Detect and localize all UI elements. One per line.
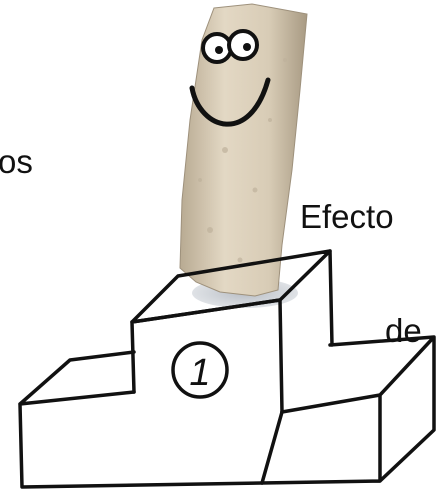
- podium: [18, 249, 436, 489]
- right-eye-icon: [227, 29, 259, 61]
- text-fragment-3: de: [385, 312, 422, 349]
- text-fragment-1: os: [0, 143, 33, 180]
- podium-left-block: [18, 350, 264, 489]
- first-place-number: 1: [189, 352, 210, 394]
- podium-right-block: [260, 335, 436, 485]
- chalk-body: [179, 3, 308, 297]
- chalk-character: [179, 3, 308, 297]
- text-fragment-2: Efecto: [300, 198, 394, 235]
- first-place-badge: [171, 341, 229, 399]
- podium-center-front: [130, 298, 284, 414]
- smile-icon: [189, 77, 271, 127]
